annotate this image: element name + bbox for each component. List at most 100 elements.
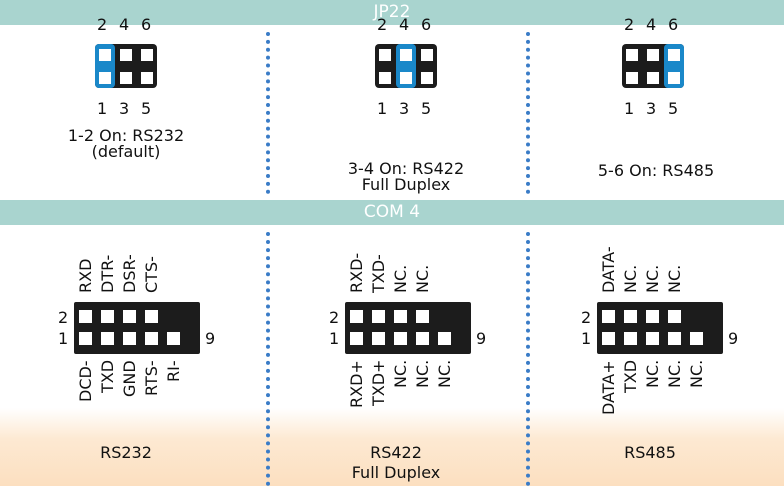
jumper-caption: (default) [91,142,161,161]
pin-label: NC. [643,360,662,389]
jumper-pin [626,72,638,84]
connector-pin [167,332,180,345]
pin-label: GND [120,360,139,397]
connector-pin [624,310,637,323]
divider-dots [266,232,270,486]
jumper-pin [141,49,153,61]
jumper-pin [668,72,680,84]
pin-number: 5 [668,99,679,118]
pin-label: DSR- [120,254,139,293]
jumper-caption: 1-2 On: RS232 [67,126,185,145]
connector-pin [394,332,407,345]
jumper-caption: Full Duplex [361,175,451,194]
pin-label: NC. [621,264,640,293]
pin-number: 1 [377,99,388,118]
connector-pin [646,332,659,345]
jumper-pin [668,49,680,61]
pin-number: 2 [97,15,108,34]
connector-pin [372,332,385,345]
connector-caption: RS485 [624,443,676,462]
pin-label: RI- [164,360,183,382]
connector-pin [145,332,158,345]
jumper-caption: 5-6 On: RS485 [597,161,715,180]
connector-pin [123,310,136,323]
connector-pin [646,310,659,323]
pin-number: 6 [141,15,152,34]
jumper-pin [379,72,391,84]
connector-pin [372,310,385,323]
pin-number: 2 [58,308,69,327]
pin-label: NC. [413,264,432,293]
jumper-pin [141,72,153,84]
pin-number: 4 [399,15,410,34]
pin-label: RXD+ [347,360,366,408]
divider-dots [526,32,530,194]
jumper-caption: 3-4 On: RS422 [347,159,465,178]
jumper-pin [421,72,433,84]
jumper-header [622,44,684,88]
connector-pin [438,332,451,345]
jumper-pin [379,49,391,61]
pin-label: NC. [665,360,684,389]
connector-pin [668,310,681,323]
connector-pin [602,332,615,345]
pin-label: NC. [413,360,432,389]
connector-pin [350,310,363,323]
pin-number: 6 [421,15,432,34]
pin-label: TXD+ [369,360,388,407]
pin-number: 9 [205,329,216,348]
pin-label: DCD- [76,360,95,402]
pin-label: NC. [435,360,454,389]
pin-number: 1 [97,99,108,118]
pin-label: NC. [391,264,410,293]
connector-caption: Full Duplex [351,463,441,482]
pin-label: TXD [621,360,640,394]
connector-pin [668,332,681,345]
jp22-header: JP22 [0,0,784,25]
jumper-pin [421,49,433,61]
pin-label: TXD- [369,254,388,293]
connector-pin [350,332,363,345]
divider-dots [526,232,530,486]
jumper-pin [400,49,412,61]
connector-pin [101,332,114,345]
pin-label: DATA- [599,246,618,293]
connector-pin [624,332,637,345]
pin-number: 6 [668,15,679,34]
connector-pin [145,310,158,323]
jumper-pin [647,49,659,61]
pin-label: NC. [391,360,410,389]
connector-pin [101,310,114,323]
pin-number: 2 [329,308,340,327]
jumper-header [375,44,437,88]
pin-number: 4 [119,15,130,34]
pin-number: 2 [581,308,592,327]
connector-pin [79,310,92,323]
connector-pin [690,332,703,345]
connector-pin [394,310,407,323]
connector-pin [416,310,429,323]
jumper-pin [99,72,111,84]
pin-number: 1 [624,99,635,118]
pin-label: NC. [687,360,706,389]
connector-header [597,302,723,354]
com4-header: COM 4 [0,200,784,225]
pin-label: NC. [643,264,662,293]
pin-label: TXD [98,360,117,394]
connector-pin [602,310,615,323]
pin-number: 5 [141,99,152,118]
pin-number: 3 [399,99,410,118]
jumper-header [95,44,157,88]
connector-pin [123,332,136,345]
pin-number: 1 [581,329,592,348]
pin-number: 1 [329,329,340,348]
pin-number: 5 [421,99,432,118]
pin-number: 3 [646,99,657,118]
pin-number: 9 [728,329,739,348]
divider-dots [266,32,270,194]
pin-label: RTS- [142,360,161,396]
connector-caption: RS422 [370,443,422,462]
pin-label: NC. [665,264,684,293]
connector-header [345,302,471,354]
jumper-pin [120,49,132,61]
